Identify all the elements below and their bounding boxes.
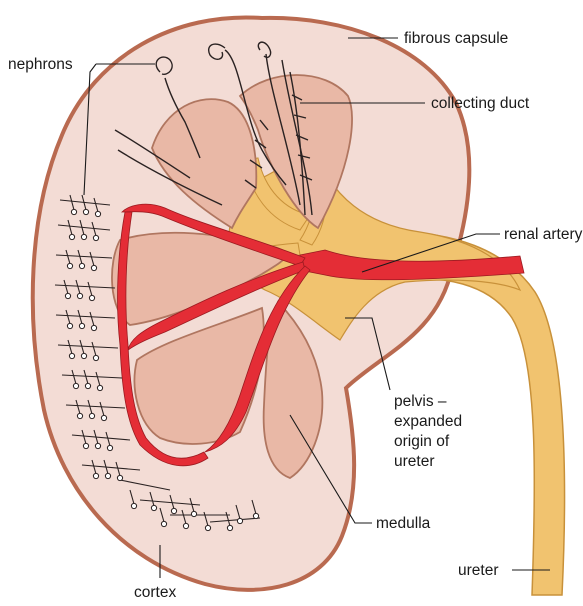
label-cortex: cortex	[134, 584, 176, 601]
label-collecting-duct: collecting duct	[431, 95, 530, 112]
label-ureter: ureter	[458, 562, 499, 579]
label-pelvis-line4: ureter	[394, 453, 435, 470]
label-nephrons: nephrons	[8, 56, 73, 73]
label-fibrous-capsule: fibrous capsule	[404, 30, 508, 47]
label-medulla: medulla	[376, 515, 431, 532]
label-renal-artery: renal artery	[504, 226, 583, 243]
label-pelvis-line2: expanded	[394, 413, 462, 430]
label-pelvis-line1: pelvis –	[394, 393, 447, 410]
label-pelvis-line3: origin of	[394, 433, 450, 450]
